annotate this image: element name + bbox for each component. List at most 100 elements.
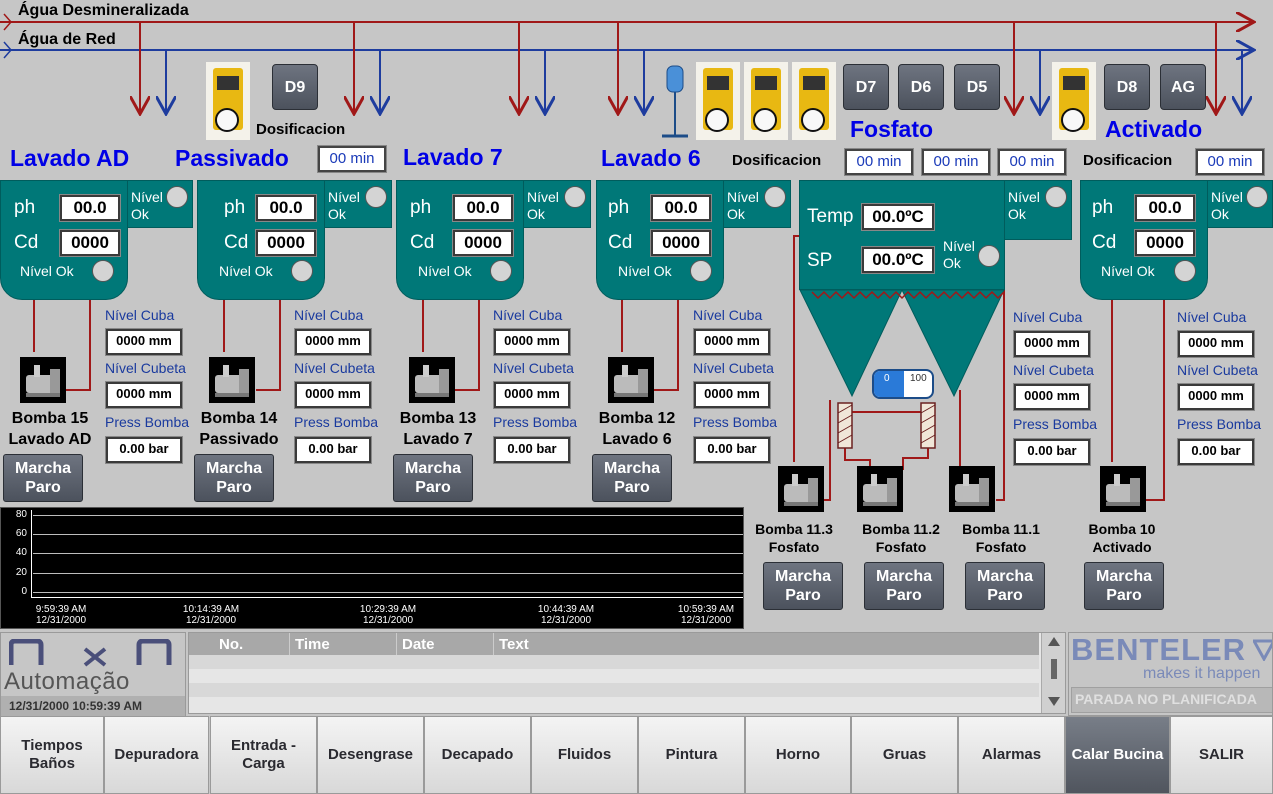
dosing-pump-icon[interactable] [1052,62,1096,140]
nav-calar-bucina[interactable]: Calar Bucina [1065,716,1170,794]
nav-depuradora[interactable]: Depuradora [104,716,209,794]
cd-value: 0000 [59,229,121,257]
alarm-row[interactable] [189,683,1039,697]
col-text[interactable]: Text [499,636,529,653]
dosing-time-field[interactable]: 00 min [921,148,991,176]
dosing-pump-icon[interactable] [792,62,836,140]
nivel-lamp [365,186,387,208]
nivel-cubeta-value: 0000 mm [1177,383,1255,411]
trend-gridline [33,534,743,535]
scroll-down-icon[interactable] [1048,697,1060,706]
title-lavado6: Lavado 6 [601,145,701,171]
nivel-ok-lamp [291,260,313,282]
y-tick: 40 [15,547,27,558]
dosing-pump-icon[interactable] [206,62,250,140]
pump-icon[interactable] [209,357,255,403]
title-passivado: Passivado [175,145,289,171]
pump-icon[interactable] [857,466,903,512]
pump-icon[interactable] [1100,466,1146,512]
title-fosfato: Fosfato [850,116,934,142]
col-time[interactable]: Time [295,636,330,653]
nav-desengrase[interactable]: Desengrase [317,716,424,794]
status-text: PARADA NO PLANIFICADA [1075,691,1257,707]
alarm-scrollbar[interactable] [1041,633,1065,713]
pump-icon[interactable] [949,466,995,512]
d8-button[interactable]: D8 [1104,64,1150,110]
benteler-logo: BENTELER [1071,632,1247,667]
d5-button[interactable]: D5 [954,64,1000,110]
col-divider [396,633,397,655]
cd-label: Cd [1092,232,1117,253]
dosing-time-field[interactable]: 00 min [997,148,1067,176]
nav-alarmas[interactable]: Alarmas [958,716,1065,794]
alarm-row[interactable] [189,655,1039,669]
col-no[interactable]: No. [219,636,244,653]
dosing-pump-icon[interactable] [744,62,788,140]
nivel-cubeta-label: Nível Cubeta [693,360,774,376]
ag-button[interactable]: AG [1160,64,1206,110]
benteler-triangle-icon [1253,639,1272,661]
logo-panel: Automação 12/31/2000 10:59:39 AM [0,632,186,716]
nav-entrada-carga[interactable]: Entrada - Carga [210,716,317,794]
ph-value: 00.0 [255,194,317,222]
col-date[interactable]: Date [402,636,435,653]
press-bomba-value: 0.00 bar [105,436,183,464]
scroll-up-icon[interactable] [1048,637,1060,646]
trend-x-axis [31,597,743,598]
dosificacion-label: Dosificacion [732,152,822,169]
trend-gridline [33,592,743,593]
nivel-lamp [1246,186,1268,208]
dosing-time-field[interactable]: 00 min [1195,148,1265,176]
pump-icon[interactable] [608,357,654,403]
benteler-slogan: makes it happen [1143,665,1261,682]
d9-button[interactable]: D9 [272,64,318,110]
nivel-cuba-value: 0000 mm [294,328,372,356]
alarm-table[interactable]: No. Time Date Text [188,632,1066,714]
nivel-cuba-value: 0000 mm [493,328,571,356]
scroll-thumb[interactable] [1051,659,1057,679]
nav-decapado[interactable]: Decapado [424,716,531,794]
nav-salir[interactable]: SALIR [1170,716,1273,794]
nivel-cubeta-label: Nível Cubeta [493,360,574,376]
press-bomba-label: Press Bomba [1013,416,1098,432]
nav-pintura[interactable]: Pintura [638,716,745,794]
cd-value: 0000 [255,229,317,257]
nav-gruas[interactable]: Gruas [851,716,958,794]
nivel-cubeta-value: 0000 mm [1013,383,1091,411]
pump-icon[interactable] [409,357,455,403]
pump-icon[interactable] [778,466,824,512]
nav-fluidos[interactable]: Fluidos [531,716,638,794]
nivel-ok-lamp [1174,260,1196,282]
dosing-time-field[interactable]: 00 min [844,148,914,176]
logo-datetime-bar [1,696,185,716]
pump-icon[interactable] [20,357,66,403]
nav-horno[interactable]: Horno [745,716,851,794]
nivel-cuba-value: 0000 mm [1177,330,1255,358]
d7-button[interactable]: D7 [843,64,889,110]
nivel-cubeta-value: 0000 mm [105,381,183,409]
nav-tiempos-banos[interactable]: Tiempos Baños [0,716,104,794]
title-activado: Activado [1105,116,1203,142]
dosing-time-field[interactable]: 00 min [317,145,387,173]
sp-value[interactable]: 00.0ºC [861,246,935,274]
nivel-cuba-value: 0000 mm [105,328,183,356]
dosing-pump-icon[interactable] [696,62,740,140]
d6-button[interactable]: D6 [898,64,944,110]
nivel-cubeta-label: Nível Cubeta [105,360,186,376]
